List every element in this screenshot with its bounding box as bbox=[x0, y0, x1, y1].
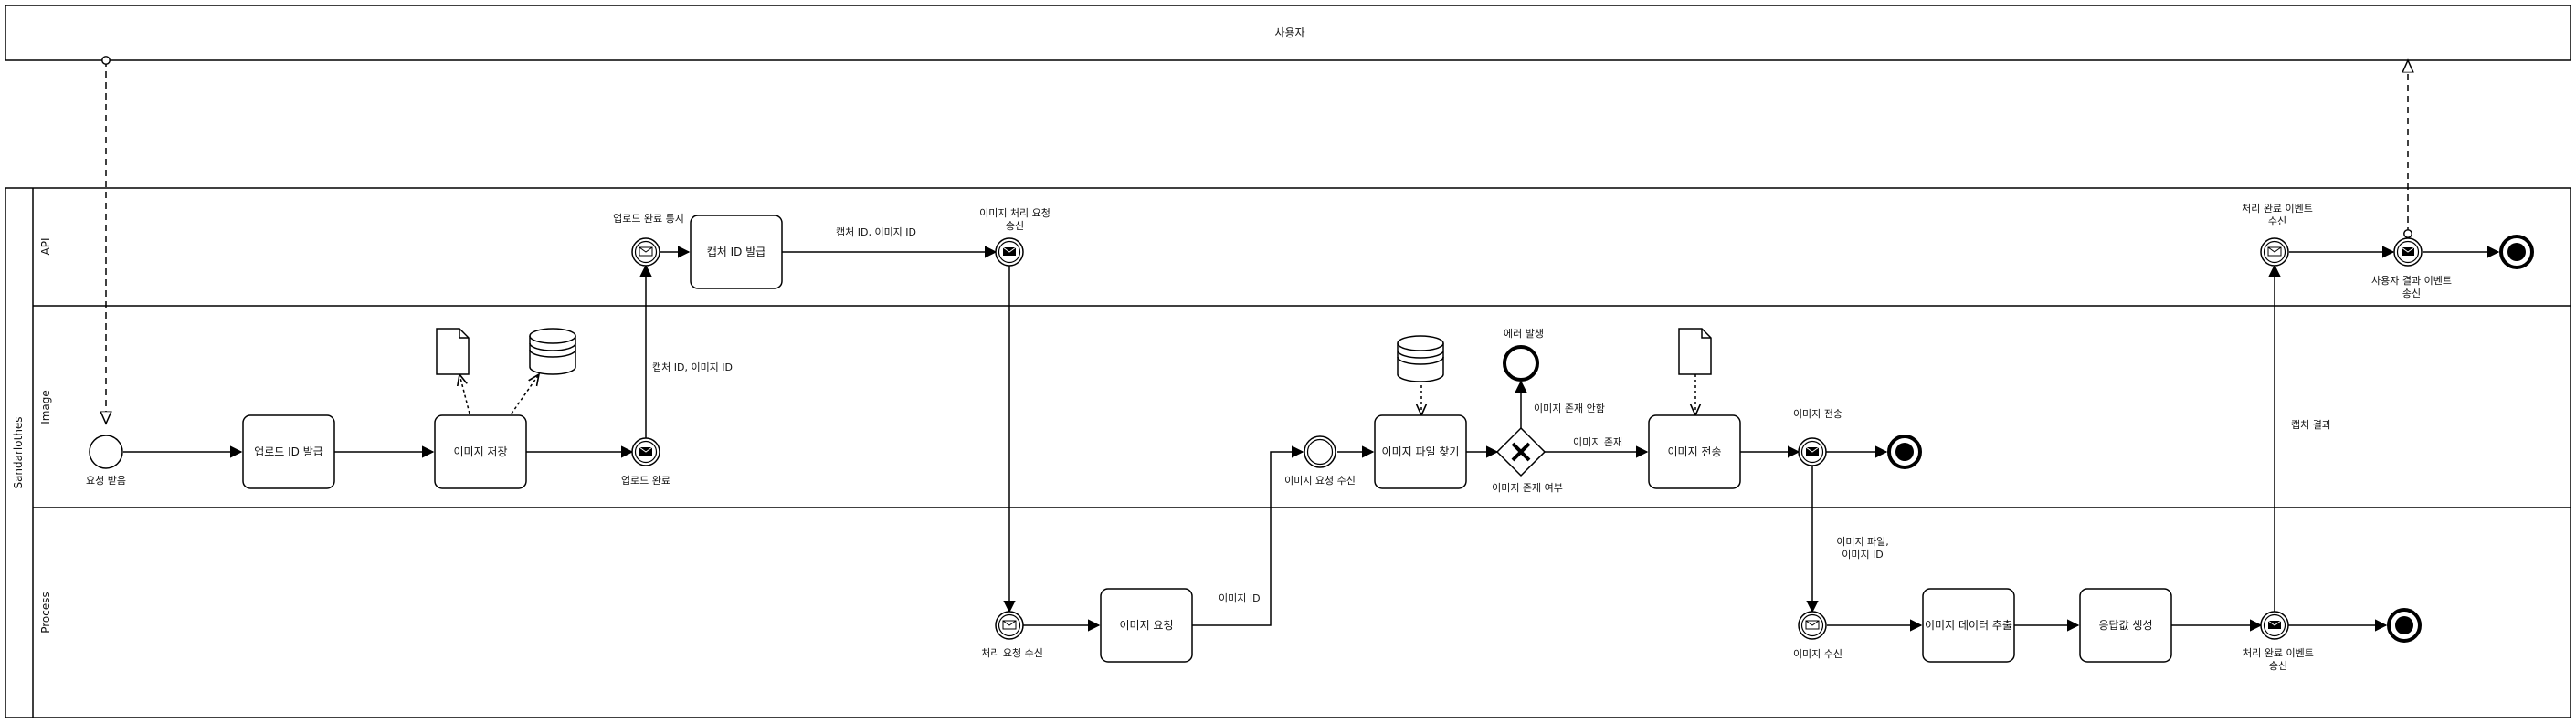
label-image-request-receive: 이미지 요청 수신 bbox=[1284, 475, 1356, 487]
end-event-process[interactable] bbox=[2387, 608, 2422, 643]
event-upload-complete[interactable] bbox=[631, 437, 660, 466]
event-image-request-receive[interactable] bbox=[1304, 435, 1336, 468]
label-flow-capture-image-id-1: 캡처 ID, 이미지 ID bbox=[652, 362, 733, 373]
label-user-result-send-1: 사용자 결과 이벤트 bbox=[2371, 275, 2452, 287]
flows bbox=[106, 60, 2500, 632]
event-process-done-send[interactable] bbox=[2260, 611, 2289, 640]
assoc-save-document bbox=[459, 374, 470, 414]
task-create-response-label: 응답값 생성 bbox=[2098, 619, 2152, 632]
label-gateway-image-exists-check: 이미지 존재 여부 bbox=[1492, 482, 1563, 494]
events bbox=[89, 235, 2534, 643]
label-image-receive: 이미지 수신 bbox=[1793, 648, 1842, 660]
label-upload-complete: 업로드 완료 bbox=[621, 475, 670, 487]
label-flow-image-file-id-1: 이미지 파일, bbox=[1836, 535, 1889, 548]
label-image-process-request-send-2: 송신 bbox=[1006, 220, 1024, 232]
flow-image-request-to-image-receive bbox=[1192, 445, 1304, 626]
start-event-request-received[interactable] bbox=[89, 435, 123, 469]
task-capture-id-issue[interactable]: 캡처 ID 발급 bbox=[690, 215, 783, 289]
task-extract-image-data-label: 이미지 데이터 추출 bbox=[1925, 619, 2012, 632]
label-request-received: 요청 받음 bbox=[86, 475, 126, 487]
label-flow-image-id: 이미지 ID bbox=[1219, 592, 1261, 604]
label-image-process-request-send-1: 이미지 처리 요청 bbox=[979, 207, 1050, 219]
label-image-send: 이미지 전송 bbox=[1793, 408, 1842, 420]
label-flow-image-exists: 이미지 존재 bbox=[1573, 436, 1622, 448]
lane-process: Process bbox=[39, 592, 52, 634]
lane-image-label: Image bbox=[39, 390, 52, 424]
task-image-save[interactable]: 이미지 저장 bbox=[434, 414, 527, 489]
envelope-icon bbox=[2267, 246, 2282, 257]
task-image-save-label: 이미지 저장 bbox=[453, 445, 507, 458]
end-event-error[interactable] bbox=[1503, 345, 1539, 382]
pool-user-label: 사용자 bbox=[1274, 26, 1304, 39]
task-upload-id-issue-label: 업로드 ID 발급 bbox=[254, 445, 323, 458]
task-upload-id-issue[interactable]: 업로드 ID 발급 bbox=[242, 414, 335, 489]
label-process-done-send-2: 송신 bbox=[2269, 660, 2287, 672]
task-image-transfer-label: 이미지 전송 bbox=[1667, 445, 1721, 458]
event-process-done-receive[interactable] bbox=[2260, 237, 2289, 267]
task-extract-image-data[interactable]: 이미지 데이터 추출 bbox=[1922, 588, 2015, 663]
assoc-save-database bbox=[511, 374, 539, 414]
pool-main-label: Sandarlothes bbox=[12, 416, 25, 488]
event-image-process-request-send[interactable] bbox=[995, 237, 1024, 267]
envelope-icon bbox=[639, 446, 653, 456]
label-process-done-send-1: 처리 완료 이벤트 bbox=[2243, 647, 2314, 659]
pool-user: 사용자 bbox=[5, 5, 2571, 61]
document-icon bbox=[436, 328, 470, 375]
tasks: 업로드 ID 발급 이미지 저장 캡처 ID 발급 이미지 요청 이미지 파일 … bbox=[242, 215, 2172, 663]
label-user-result-send-2: 송신 bbox=[2402, 288, 2421, 299]
envelope-icon bbox=[2267, 620, 2282, 629]
end-event-image[interactable] bbox=[1887, 435, 1922, 469]
label-upload-complete-notice: 업로드 완료 통지 bbox=[613, 213, 684, 225]
task-find-image-file[interactable]: 이미지 파일 찾기 bbox=[1374, 414, 1467, 489]
event-user-result-send[interactable] bbox=[2393, 237, 2423, 267]
event-image-send[interactable] bbox=[1798, 437, 1827, 466]
envelope-icon bbox=[639, 246, 653, 257]
labels: 요청 받음 업로드 완료 업로드 완료 통지 이미지 처리 요청 송신 처리 요… bbox=[86, 203, 2452, 672]
envelope-icon bbox=[1002, 246, 1017, 256]
event-process-request-receive[interactable] bbox=[995, 611, 1024, 640]
label-flow-capture-result: 캡처 결과 bbox=[2291, 419, 2331, 431]
lane-process-label: Process bbox=[39, 592, 52, 634]
task-capture-id-issue-label: 캡처 ID 발급 bbox=[707, 246, 766, 258]
database-icon bbox=[529, 328, 576, 375]
label-flow-capture-image-id-2: 캡처 ID, 이미지 ID bbox=[836, 226, 916, 238]
task-image-transfer[interactable]: 이미지 전송 bbox=[1648, 414, 1741, 489]
task-find-image-file-label: 이미지 파일 찾기 bbox=[1382, 445, 1460, 458]
label-process-done-receive-2: 수신 bbox=[2268, 215, 2286, 227]
label-error-occurred: 에러 발생 bbox=[1504, 328, 1544, 340]
pool-main: Sandarlothes bbox=[5, 187, 2571, 718]
lane-api-label: API bbox=[39, 238, 52, 256]
task-image-request[interactable]: 이미지 요청 bbox=[1100, 588, 1193, 663]
envelope-icon bbox=[1805, 446, 1820, 456]
label-process-request-receive: 처리 요청 수신 bbox=[981, 647, 1043, 659]
event-image-receive[interactable] bbox=[1798, 611, 1827, 640]
envelope-icon bbox=[1002, 620, 1017, 630]
end-event-api[interactable] bbox=[2499, 235, 2534, 269]
document-icon bbox=[1678, 328, 1712, 375]
task-create-response[interactable]: 응답값 생성 bbox=[2079, 588, 2172, 663]
gateway-image-exists-check[interactable] bbox=[1495, 426, 1547, 477]
envelope-icon bbox=[1805, 620, 1820, 630]
data-objects bbox=[436, 328, 1712, 382]
database-icon bbox=[1397, 335, 1444, 382]
label-flow-image-file-id-2: 이미지 ID bbox=[1842, 549, 1884, 561]
event-upload-complete-notice[interactable] bbox=[631, 237, 660, 267]
label-process-done-receive-1: 처리 완료 이벤트 bbox=[2242, 203, 2313, 215]
label-flow-image-not-exists: 이미지 존재 안함 bbox=[1534, 403, 1605, 414]
lane-api: API bbox=[33, 238, 2571, 307]
task-image-request-label: 이미지 요청 bbox=[1119, 619, 1173, 632]
lane-image: Image bbox=[33, 390, 2571, 508]
envelope-icon bbox=[2401, 246, 2415, 256]
